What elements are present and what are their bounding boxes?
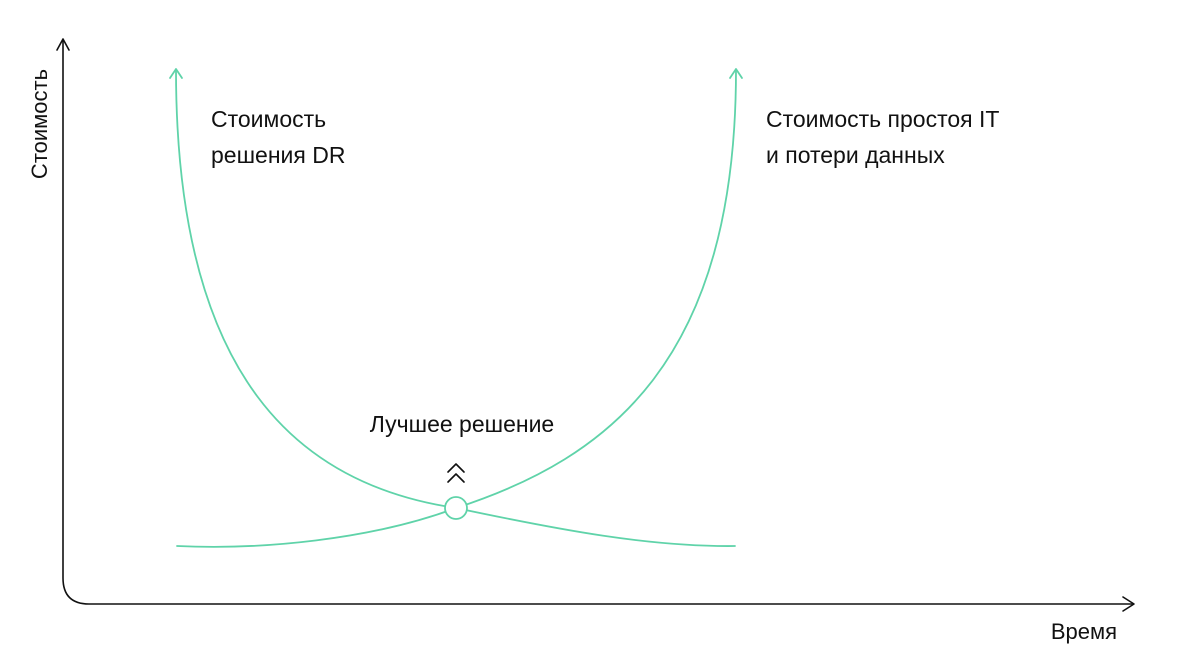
downtime-cost-curve [176,69,737,548]
downtime-cost-label-line1: Стоимость простоя IT [766,106,999,132]
axes [56,38,1135,612]
dr-cost-label-line1: Стоимость [211,106,326,132]
optimum-point-marker [444,496,468,520]
x-axis-label: Время [1051,619,1117,644]
dr-cost-label: Стоимость решения DR [211,106,345,168]
dr-cost-label-line2: решения DR [211,142,345,168]
downtime-cost-arrow-icon [729,68,743,79]
downtime-cost-label-line2: и потери данных [766,142,945,168]
dr-cost-curve [175,69,736,547]
y-axis-arrow-icon [56,38,70,51]
optimum-label: Лучшее решение [370,411,554,437]
double-chevron-up-icon [447,463,465,483]
axis-lines [62,39,1134,605]
downtime-cost-label: Стоимость простоя IT и потери данных [766,106,1005,168]
y-axis-label: Стоимость [27,69,52,179]
dr-cost-arrow-icon [169,68,183,79]
curves [169,68,743,548]
x-axis-arrow-icon [1122,596,1135,612]
